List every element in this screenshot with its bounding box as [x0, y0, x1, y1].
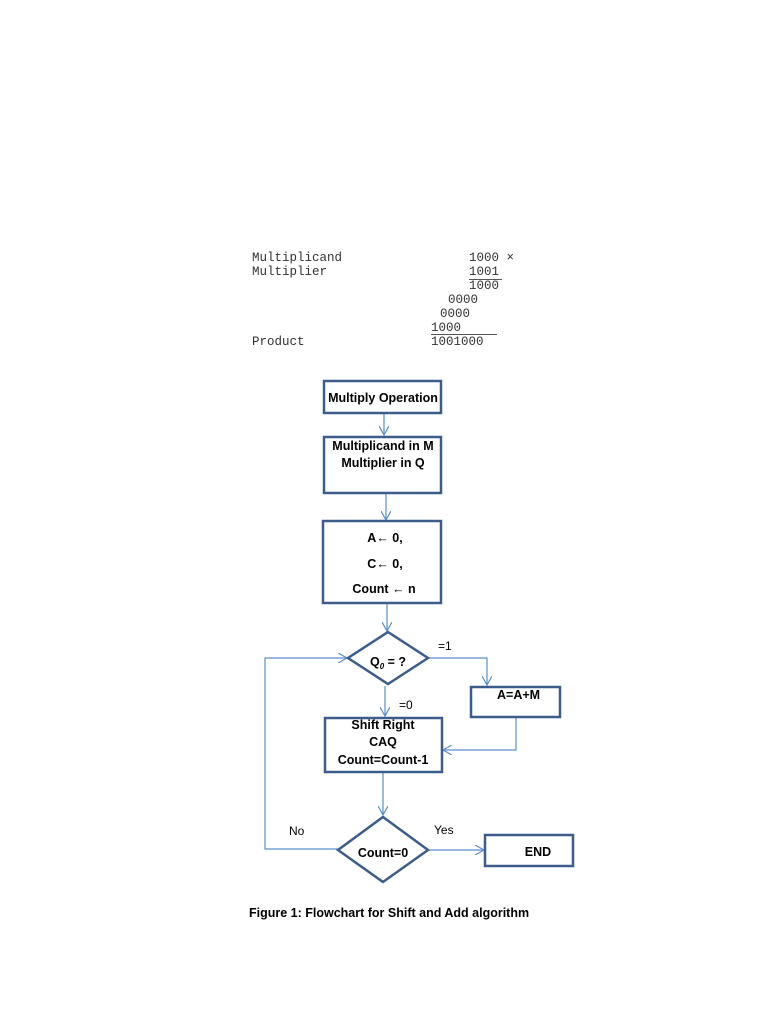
product-value: 1001000 [431, 335, 484, 349]
underline-partials [431, 334, 497, 335]
add-label: A=A+M [497, 688, 540, 702]
branch-label-yes: Yes [434, 823, 454, 837]
init-box [321, 519, 443, 605]
arrow-count-loop-back [264, 658, 347, 850]
arrow-q0-to-add [428, 657, 487, 685]
start-label: Multiply Operation [328, 391, 438, 405]
figure-caption: Figure 1: Flowchart for Shift and Add al… [249, 906, 530, 920]
multiplier-value: 1001 [469, 265, 500, 279]
load-registers-box [322, 435, 443, 495]
decision-q0-label: Q0 = ? [370, 655, 406, 671]
partial-product-3: 0000 [440, 307, 471, 321]
shift-label-line2: CAQ [369, 735, 397, 749]
branch-label-eq1: =1 [438, 639, 452, 653]
init-label-line2: C← 0, [367, 557, 402, 571]
decision-count [335, 815, 431, 884]
shift-label-line1: Shift Right [351, 718, 415, 732]
underline-multiplier [469, 279, 502, 280]
load-label-line2: Multiplier in Q [341, 456, 425, 470]
decision-count-label: Count=0 [358, 846, 408, 860]
multiplier-label: Multiplier [252, 265, 328, 279]
add-box [469, 685, 562, 719]
product-label: Product [252, 335, 305, 349]
init-label-line3: Count ← n [352, 582, 415, 596]
branch-label-no: No [289, 824, 305, 838]
partial-product-1: 1000 [469, 279, 500, 293]
shift-box [323, 716, 444, 774]
multiplicand-value: 1000 × [469, 251, 515, 265]
shift-label-line3: Count=Count-1 [338, 753, 429, 767]
partial-product-2: 0000 [448, 293, 479, 307]
load-label-line1: Multiplicand in M [332, 439, 433, 453]
multiplicand-label: Multiplicand [252, 251, 343, 265]
init-label-line1: A← 0, [367, 531, 402, 545]
start-box [322, 379, 443, 415]
arrow-add-to-shift [443, 718, 517, 750]
partial-product-4: 1000 [431, 321, 462, 335]
branch-label-eq0: =0 [399, 698, 413, 712]
end-box [483, 833, 575, 868]
decision-q0 [345, 630, 431, 686]
end-label: END [525, 845, 551, 859]
